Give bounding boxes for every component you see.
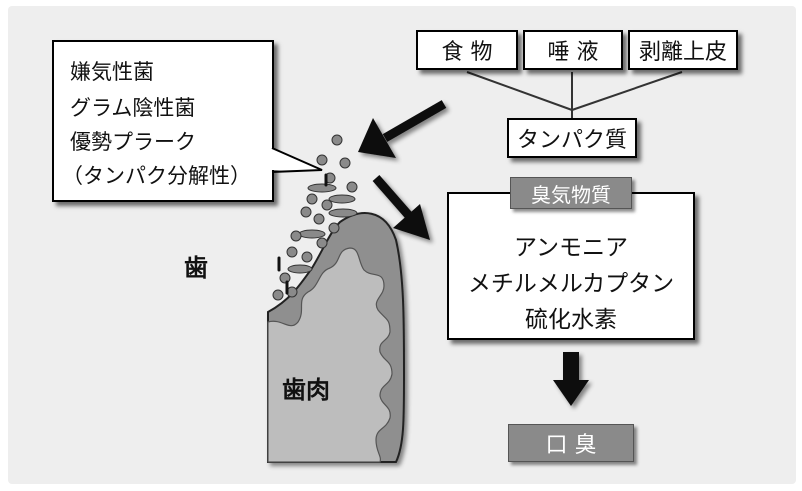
source-food-label: 食 物 xyxy=(441,40,493,65)
odor-compounds-title-text: 臭気物質 xyxy=(531,182,611,207)
protein-label: タンパク質 xyxy=(516,128,627,153)
gum-inner-shape xyxy=(267,247,393,463)
bacteria-callout: 嫌気性菌 グラム陰性菌 優勢プラーク （タンパク分解性） xyxy=(52,40,274,202)
halitosis-box: 口 臭 xyxy=(508,424,634,462)
odor-compounds-title: 臭気物質 xyxy=(510,177,632,209)
callout-line-anaerobic: 嫌気性菌 xyxy=(70,60,154,84)
odor-compounds-box: アンモニア メチルメルカプタン 硫化水素 xyxy=(447,192,695,340)
source-food-box: 食 物 xyxy=(416,30,518,70)
compound-ammonia: アンモニア xyxy=(513,235,629,261)
arrow-protein-to-bacteria xyxy=(358,100,447,158)
bacteria-cluster xyxy=(272,134,358,301)
protein-box: タンパク質 xyxy=(507,118,637,158)
compound-hydrogen-sulfide: 硫化水素 xyxy=(525,307,617,333)
source-saliva-box: 唾 液 xyxy=(523,30,623,70)
source-epithelium-label: 剥離上皮 xyxy=(638,40,727,65)
source-desquamated-epithelium-box: 剥離上皮 xyxy=(628,30,738,70)
callout-line-dominant-plaque: 優勢プラーク xyxy=(70,130,196,154)
callout-line-proteolytic: （タンパク分解性） xyxy=(62,164,251,188)
callout-line-gram-negative: グラム陰性菌 xyxy=(70,96,196,120)
bacteria-rods xyxy=(277,173,328,295)
source-saliva-label: 唾 液 xyxy=(547,40,599,65)
arrow-bacteria-to-compounds xyxy=(372,175,430,240)
gum-label: 歯肉 xyxy=(282,376,330,404)
compound-methyl-mercaptan: メチルメルカプタン xyxy=(467,271,675,297)
tooth-label: 歯 xyxy=(184,254,208,282)
arrow-down-to-halitosis xyxy=(553,352,589,406)
source-connector-lines xyxy=(466,71,683,118)
halitosis-label: 口 臭 xyxy=(545,433,597,458)
